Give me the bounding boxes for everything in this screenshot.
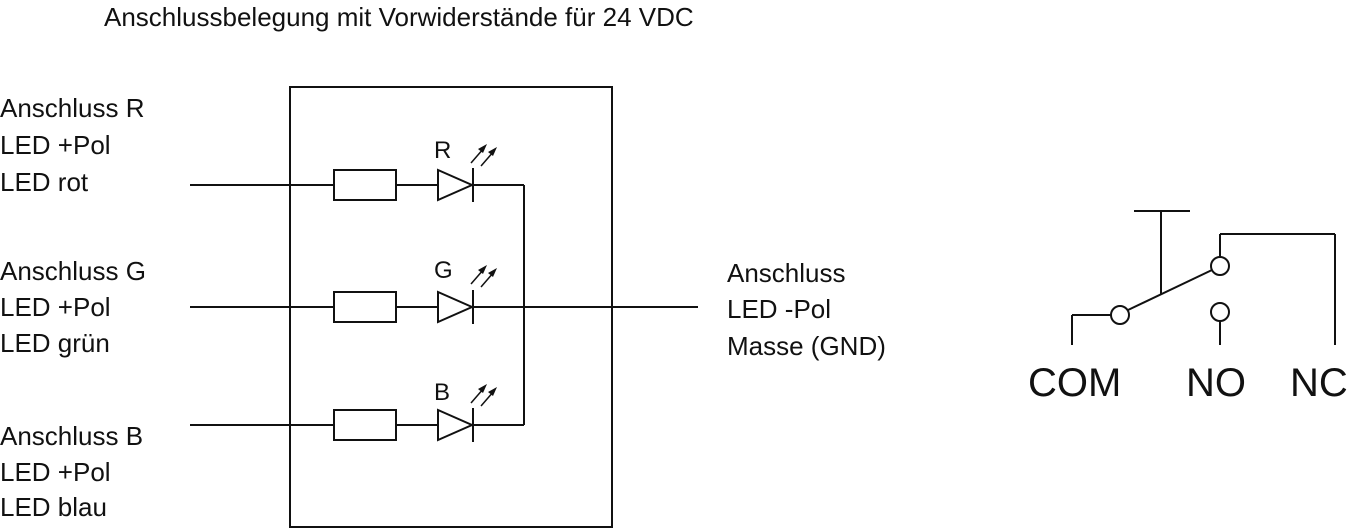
input-r-line-1: Anschluss R <box>0 93 145 123</box>
input-g-line-2: LED +Pol <box>0 292 111 322</box>
com-contact <box>1110 305 1130 325</box>
input-r-line-3: LED rot <box>0 167 89 197</box>
led-b-light-arrows <box>470 384 497 407</box>
channel-b: Anschluss B LED +Pol LED blau B <box>0 379 524 522</box>
led-g-diode <box>437 290 475 324</box>
led-r-diode <box>437 168 475 202</box>
channel-g: Anschluss G LED +Pol LED grün G <box>0 256 698 358</box>
output-line-1: Anschluss <box>727 258 846 288</box>
led-b-letter: B <box>434 379 450 406</box>
no-contact <box>1210 302 1230 322</box>
led-r-light-arrows <box>470 144 497 167</box>
diagram-title: Anschlussbelegung mit Vorwiderstände für… <box>104 2 694 32</box>
channel-r: Anschluss R LED +Pol LED rot R <box>0 93 524 202</box>
switch-symbol: COM NO NC <box>1028 210 1348 405</box>
input-b-line-1: Anschluss B <box>0 421 143 451</box>
nc-contact <box>1210 256 1230 276</box>
resistor-r <box>333 169 397 201</box>
led-b-diode <box>437 408 475 442</box>
led-g-light-arrows <box>470 265 497 288</box>
led-g-letter: G <box>434 257 453 284</box>
input-r-line-2: LED +Pol <box>0 130 111 160</box>
com-label: COM <box>1028 361 1121 405</box>
input-b-line-3: LED blau <box>0 492 107 522</box>
switch-lever <box>1127 269 1213 311</box>
input-g-line-1: Anschluss G <box>0 256 146 286</box>
input-b-line-2: LED +Pol <box>0 457 111 487</box>
no-label: NO <box>1186 361 1246 405</box>
led-r-letter: R <box>434 137 451 164</box>
output-line-2: LED -Pol <box>727 294 831 324</box>
nc-label: NC <box>1290 361 1348 405</box>
resistor-g <box>333 291 397 323</box>
resistor-b <box>333 409 397 441</box>
output-line-3: Masse (GND) <box>727 331 886 361</box>
input-g-line-3: LED grün <box>0 328 110 358</box>
